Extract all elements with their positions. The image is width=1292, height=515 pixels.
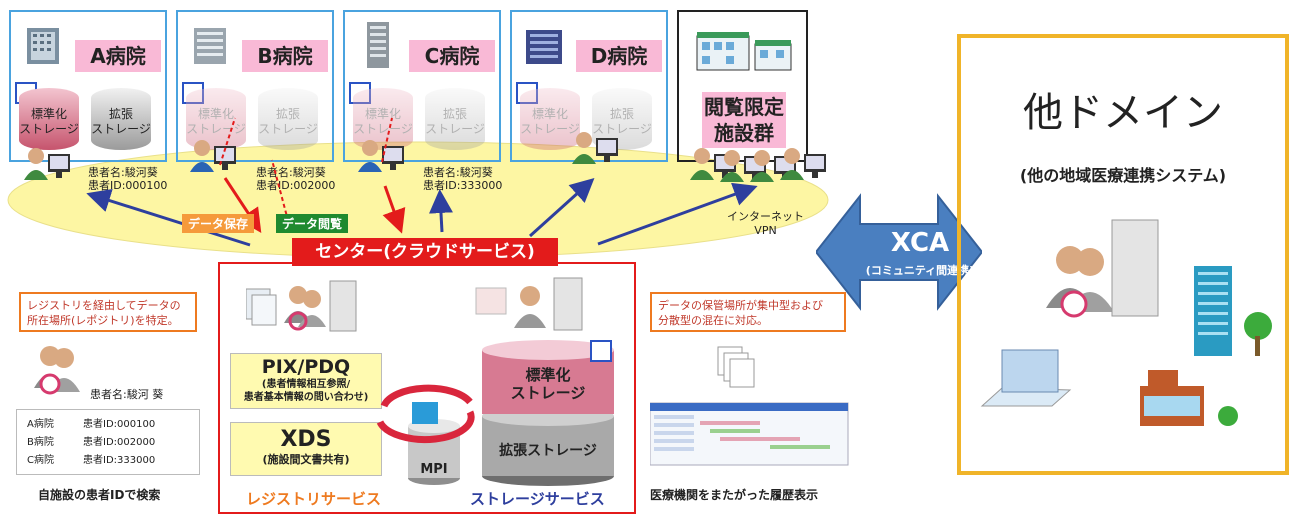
building-icon (367, 22, 389, 68)
other-domain-box (957, 34, 1289, 475)
patient-label-c: 患者名:駿河葵 患者ID:333000 (423, 166, 502, 192)
building-icon (27, 28, 59, 64)
patient-name: 患者名:駿河葵 (88, 166, 158, 179)
standard-storage: 標準化 ストレージ (520, 88, 580, 150)
standard-icon (590, 340, 612, 362)
search-caption: 自施設の患者IDで検索 (38, 488, 161, 502)
xds-box: XDS (施設間文書共有) (230, 422, 382, 476)
standard-icon (182, 82, 204, 104)
search-row: C病院 患者ID:333000 (27, 452, 189, 470)
internet-text: インターネット (727, 210, 804, 223)
hospital-name: D病院 (576, 40, 662, 72)
search-row-hospital: A病院 (27, 419, 54, 430)
patient-name: 患者名:駿河葵 (256, 166, 326, 179)
vpn-text: VPN (754, 224, 777, 237)
search-row-id: 患者ID:002000 (83, 437, 156, 448)
hospital-name: B病院 (242, 40, 328, 72)
data-save-tag: データ保存 (182, 214, 255, 233)
center-title: センター(クラウドサービス) (292, 238, 558, 266)
search-row-hospital: B病院 (27, 437, 54, 448)
xca-title: XCA (890, 228, 950, 258)
restricted-label-line2: 施設群 (714, 121, 774, 145)
restricted-label-line1: 閲覧限定 (704, 95, 784, 119)
registry-note-line1: レジストリを経由してデータの (27, 299, 181, 312)
storage-note-line2: 分散型の混在に対応。 (658, 314, 768, 327)
registry-note-line2: 所在場所(レポジトリ)を特定。 (27, 314, 179, 327)
xds-title: XDS (280, 427, 332, 452)
data-view-tag: データ閲覧 (276, 214, 349, 233)
connection-arrows (86, 117, 758, 247)
standard-storage-line2: ストレージ (510, 384, 586, 402)
other-domain-subtitle: (他の地域医療連携システム) (1019, 166, 1227, 185)
search-row-id: 患者ID:000100 (83, 419, 156, 430)
search-id-table: A病院 患者ID:000100 B病院 患者ID:002000 C病院 患者ID:33… (16, 409, 200, 475)
facility-buildings-icon (696, 32, 792, 71)
pix-pdq-sub2: 患者基本情報の問い合わせ) (243, 392, 369, 403)
registry-service-label: レジストリサービス (246, 490, 382, 508)
patient-id: 患者ID:000100 (88, 179, 168, 192)
storage-note: データの保管場所が集中型および 分散型の混在に対応。 (650, 292, 846, 332)
history-screenshot (650, 346, 849, 466)
search-row-hospital: C病院 (27, 455, 54, 466)
building-icon (526, 30, 562, 64)
building-icon (194, 28, 226, 64)
search-row: B病院 患者ID:002000 (27, 434, 189, 452)
hospital-c-box: C病院 標準化 ストレージ 拡張 ストレージ (343, 10, 501, 162)
other-domain-icons (980, 219, 1272, 426)
search-row-id: 患者ID:333000 (83, 455, 156, 466)
storage-service-label: ストレージサービス (470, 490, 605, 508)
storage-server-icon (475, 277, 583, 331)
center-storage-cylinders (482, 340, 614, 486)
xca-arrow (816, 193, 982, 311)
internet-label: インターネット VPN (727, 210, 804, 238)
patient-id: 患者ID:333000 (423, 179, 503, 192)
storage-note-line1: データの保管場所が集中型および (658, 299, 823, 312)
standard-icon (349, 82, 371, 104)
xds-sub: (施設間文書共有) (262, 453, 350, 466)
patient-search-icon (34, 346, 80, 395)
hospital-name: A病院 (75, 40, 161, 72)
standard-storage: 標準化 ストレージ (353, 88, 413, 150)
restricted-facilities-box: 閲覧限定 施設群 (677, 10, 808, 162)
standard-storage: 標準化 ストレージ (19, 88, 79, 150)
hospital-d-box: D病院 標準化 ストレージ 拡張 ストレージ (510, 10, 668, 162)
xca-subtitle: (コミュニティ間連携) (865, 264, 975, 277)
registry-note: レジストリを経由してデータの 所在場所(レポジトリ)を特定。 (19, 292, 197, 332)
pix-pdq-sub1: (患者情報相互参照/ (261, 379, 351, 390)
registry-server-icon (246, 280, 357, 332)
pix-pdq-title: PIX/PDQ (261, 356, 351, 378)
standard-icon (516, 82, 538, 104)
patient-label-b: 患者名:駿河葵 患者ID:002000 (256, 166, 335, 192)
extended-storage: 拡張 ストレージ (258, 88, 318, 150)
hospital-b-box: B病院 標準化 ストレージ 拡張 ストレージ (176, 10, 334, 162)
hospital-a-box: A病院 標準化 ストレージ 拡張 ストレージ (9, 10, 167, 162)
extended-storage: 拡張 ストレージ (425, 88, 485, 150)
search-patient-name: 患者名:駿河 葵 (90, 388, 164, 401)
patient-id: 患者ID:002000 (256, 179, 336, 192)
extended-storage-label: 拡張ストレージ (499, 443, 597, 459)
standard-storage: 標準化 ストレージ (186, 88, 246, 150)
history-caption: 医療機関をまたがった履歴表示 (650, 488, 819, 502)
standard-storage-label: 標準化 ストレージ (486, 366, 610, 402)
other-domain-title: 他ドメイン (1023, 90, 1223, 136)
search-row: A病院 患者ID:000100 (27, 416, 189, 434)
patient-name: 患者名:駿河葵 (423, 166, 493, 179)
restricted-label: 閲覧限定 施設群 (702, 92, 786, 148)
extended-storage: 拡張 ストレージ (91, 88, 151, 150)
patient-label-a: 患者名:駿河葵 患者ID:000100 (88, 166, 167, 192)
mpi-label: MPI (420, 462, 448, 477)
hospital-name: C病院 (409, 40, 495, 72)
pix-pdq-box: PIX/PDQ (患者情報相互参照/ 患者基本情報の問い合わせ) (230, 353, 382, 409)
standard-storage-line1: 標準化 (525, 366, 571, 384)
refresh-icon (376, 384, 475, 444)
